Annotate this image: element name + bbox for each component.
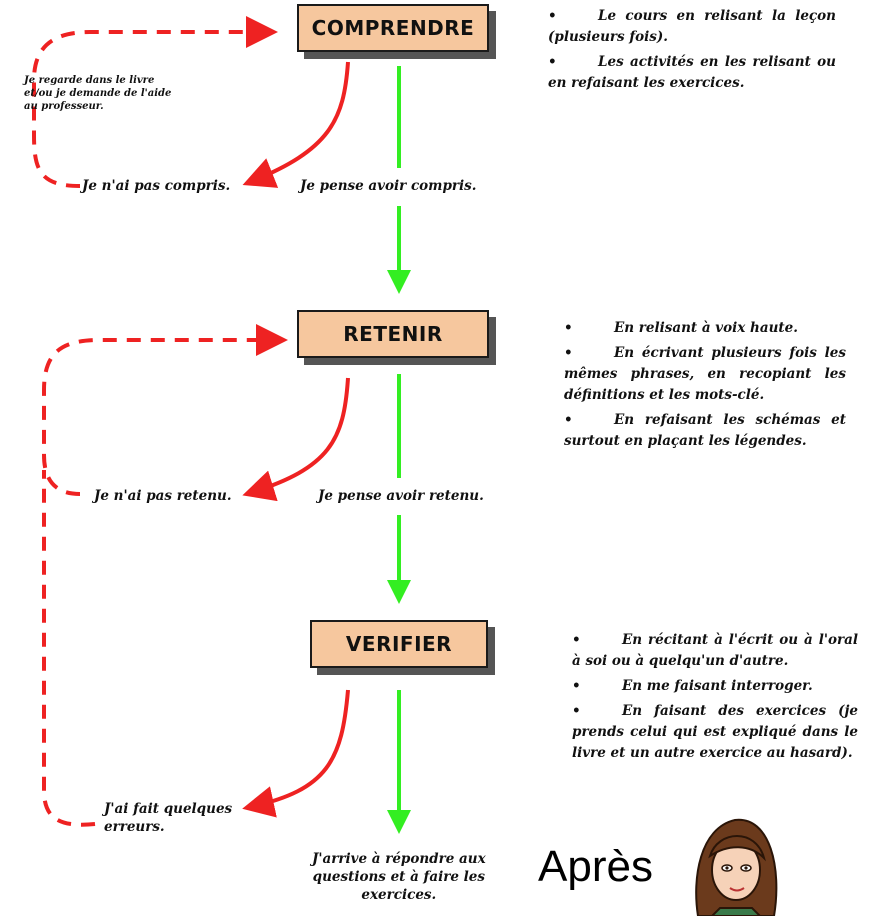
method-item: •Le cours en relisant la leçon (plusieur… [548, 8, 836, 45]
outcome-verifier-no: J'ai fait quelques erreurs. [104, 800, 232, 836]
methods-comprendre: •Le cours en relisant la leçon (plusieur… [548, 6, 836, 98]
outcome-line: erreurs. [104, 819, 165, 835]
outcome-retenir-yes: Je pense avoir retenu. [318, 488, 484, 504]
loop-comprendre [32, 16, 278, 188]
stage-verifier: VERIFIER [310, 620, 488, 668]
girl-avatar-icon [695, 818, 778, 916]
apres-text: Après [538, 842, 653, 891]
arrow-comprendre-fail [242, 61, 350, 188]
loop-verifier [42, 470, 96, 827]
outcome-line: J'arrive à répondre aux [312, 851, 486, 867]
arrow-retenir-fail [242, 377, 350, 502]
help-note-line: et/ou je demande de l'aide [24, 88, 172, 99]
method-item: •En relisant à voix haute. [564, 320, 798, 336]
stage-comprendre: COMPRENDRE [297, 4, 489, 52]
help-note: Je regarde dans le livre et/ou je demand… [24, 74, 171, 113]
method-item: •Les activités en les relisant ou en ref… [548, 54, 836, 91]
method-item: •En faisant des exercices (je prends cel… [572, 703, 858, 761]
help-note-line: Je regarde dans le livre [24, 75, 155, 86]
outcome-retenir-no: Je n'ai pas retenu. [94, 488, 232, 504]
method-item: •En écrivant plusieurs fois les mêmes ph… [564, 345, 846, 403]
methods-verifier: •En récitant à l'écrit ou à l'oral à soi… [572, 630, 858, 768]
arrow-verifier-fail [242, 689, 350, 818]
outcome-line: exercices. [361, 887, 437, 903]
loop-retenir [42, 324, 288, 496]
outcome-line: J'ai fait quelques [104, 801, 233, 817]
outcome-verifier-yes: J'arrive à répondre aux questions et à f… [312, 850, 486, 904]
method-item: •En me faisant interroger. [572, 678, 813, 694]
outcome-comprendre-no: Je n'ai pas compris. [82, 178, 231, 194]
help-note-line: au professeur. [24, 101, 104, 112]
method-item: •En refaisant les schémas et surtout en … [564, 412, 846, 449]
methods-retenir: •En relisant à voix haute. •En écrivant … [564, 318, 846, 456]
outcome-line: questions et à faire les [312, 869, 485, 885]
outcome-comprendre-yes: Je pense avoir compris. [300, 178, 477, 194]
stage-retenir: RETENIR [297, 310, 489, 358]
method-item: •En récitant à l'écrit ou à l'oral à soi… [572, 632, 858, 669]
